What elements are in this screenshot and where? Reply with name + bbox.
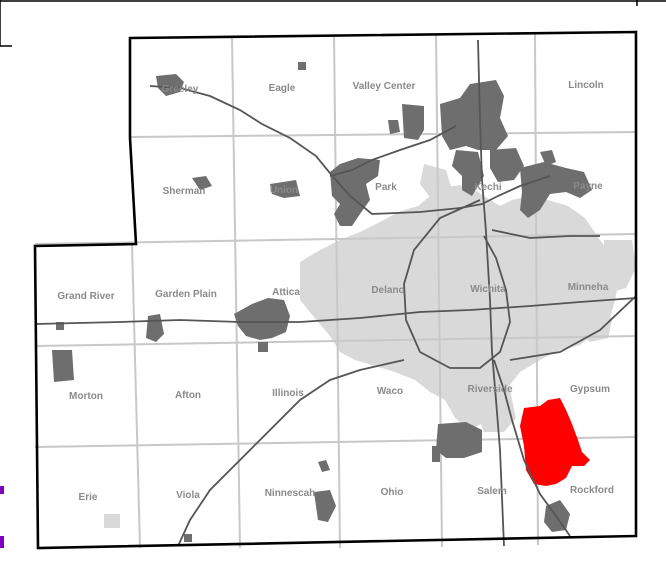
grand-river-label: Grand River: [57, 291, 114, 302]
eagle-label: Eagle: [269, 83, 296, 94]
riverside-label: Riverside: [467, 384, 512, 395]
payne-label: Payne: [573, 181, 603, 192]
rockford-label: Rockford: [570, 485, 614, 496]
ohio-label: Ohio: [381, 487, 404, 498]
urban-area-light: [300, 164, 636, 432]
greeley-label: Greeley: [162, 84, 199, 95]
viola-label: Viola: [176, 490, 200, 501]
edge-mark-2: [0, 536, 4, 548]
minneha-label: Minneha: [568, 282, 609, 293]
lincoln-label: Lincoln: [568, 80, 604, 91]
attica-label: Attica: [272, 287, 300, 298]
township-grid: [34, 33, 637, 549]
morton-label: Morton: [69, 391, 103, 402]
illinois-label: Illinois: [272, 388, 304, 399]
delano-label: Delano: [371, 285, 404, 296]
road-network: [35, 39, 637, 547]
kechi-label: Kechi: [474, 182, 501, 193]
valley-center-label: Valley Center: [353, 81, 416, 92]
salem-label: Salem: [477, 486, 507, 497]
township-labels: Greeley Eagle Valley Center Lincoln Sher…: [57, 80, 614, 503]
waco-label: Waco: [377, 386, 403, 397]
ninnescah-label: Ninnescah: [265, 488, 316, 499]
park-label: Park: [375, 182, 397, 193]
county-border: [33, 30, 638, 550]
gypsum-label: Gypsum: [570, 384, 610, 395]
sherman-label: Sherman: [163, 186, 206, 197]
wichita-label: Wichita: [470, 284, 506, 295]
edge-mark: [0, 486, 4, 494]
afton-label: Afton: [175, 390, 201, 401]
garden-plain-label: Garden Plain: [155, 289, 217, 300]
erie-label: Erie: [79, 492, 98, 503]
union-label: Union: [270, 185, 298, 196]
highlighted-city-derby: [520, 398, 590, 486]
